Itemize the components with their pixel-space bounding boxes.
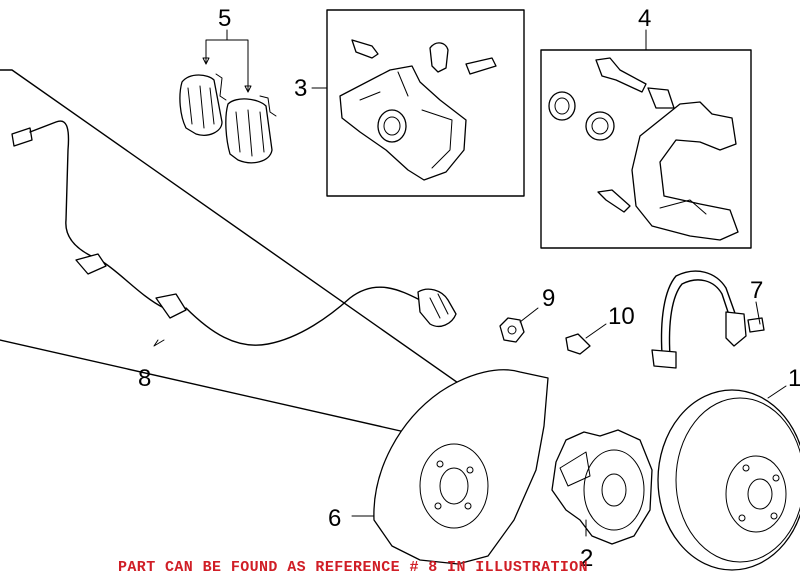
callout-6: 6 (328, 505, 341, 532)
brake-hose (651, 270, 765, 369)
brake-pads (179, 73, 277, 164)
callout-5: 5 (218, 5, 231, 32)
callout-9: 9 (542, 285, 555, 312)
carrier-box (540, 49, 752, 249)
callout-7: 7 (750, 277, 763, 304)
callout-8: 8 (138, 365, 151, 392)
footer-reference-note: PART CAN BE FOUND AS REFERENCE # 8 IN IL… (118, 559, 588, 576)
small-parts (499, 317, 591, 355)
callout-4: 4 (638, 5, 651, 32)
caliper-box (326, 9, 525, 197)
callout-2: 2 (580, 545, 593, 572)
leader-lines (153, 29, 787, 537)
brake-rotor (657, 389, 800, 571)
speed-sensor-wire (11, 120, 457, 346)
callout-1: 1 (788, 365, 800, 392)
hub-bearing (551, 429, 653, 545)
callout-3: 3 (294, 75, 307, 102)
callout-10: 10 (608, 303, 635, 330)
dust-shield (373, 369, 549, 565)
